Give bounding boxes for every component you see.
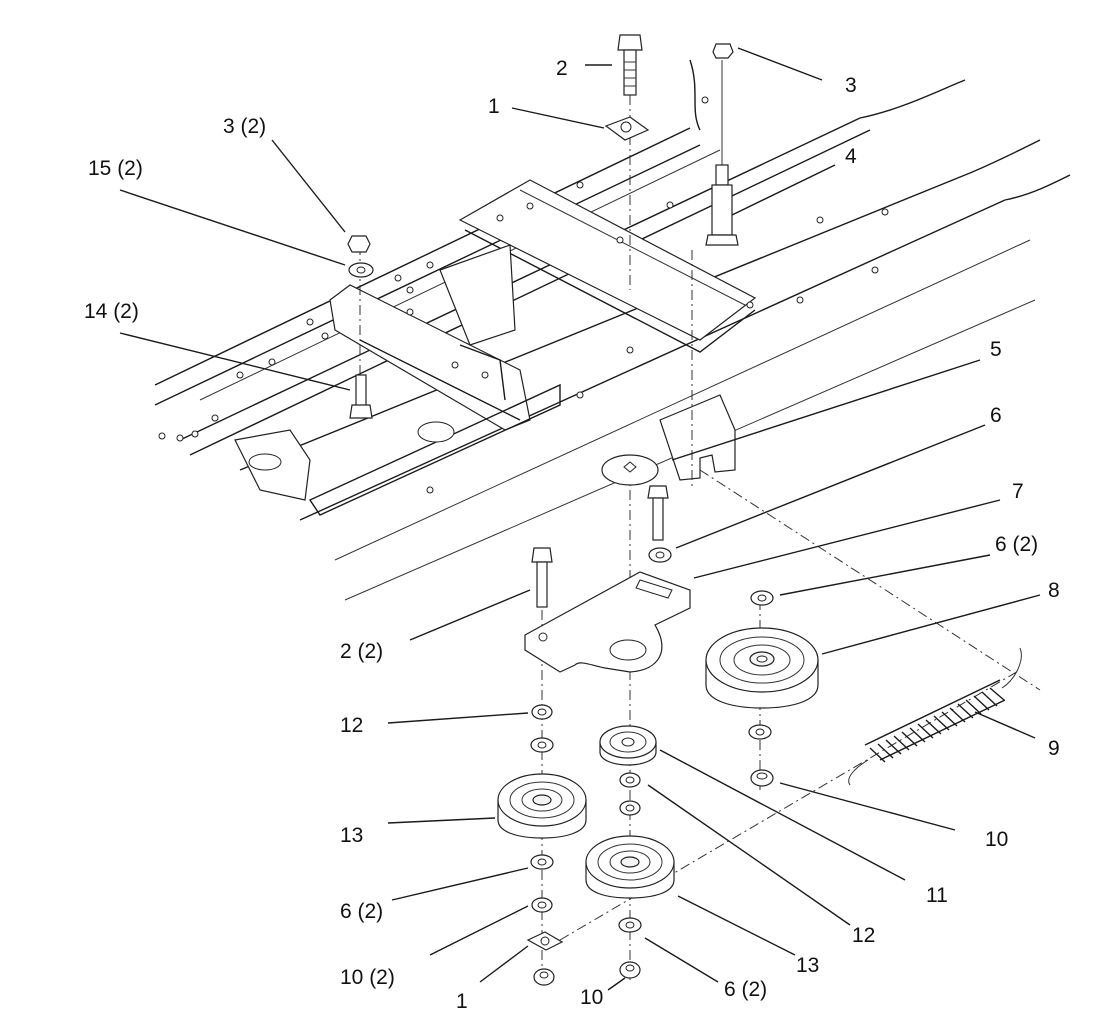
callout-4: 4: [845, 145, 857, 168]
washer-6-pulley-8: [748, 724, 772, 740]
washer-6-2-bottom: [618, 917, 642, 933]
callout-2-top: 2: [556, 57, 568, 80]
pulley-13-left: [497, 773, 587, 839]
callout-6: 6: [990, 404, 1002, 427]
chassis-frame: [154, 59, 1071, 601]
callout-1-bottom: 1: [456, 990, 468, 1013]
washer-15-2: [348, 262, 374, 278]
nut-10-right: [750, 769, 774, 787]
nut-3-top: [712, 43, 734, 59]
callout-13-right: 13: [796, 954, 819, 977]
callout-9: 9: [1048, 737, 1060, 760]
washer-center: [619, 800, 641, 816]
callout-15-2: 15 (2): [88, 157, 143, 180]
assembly-center-lines: [359, 95, 1041, 980]
washer-6: [648, 547, 672, 563]
leader-lines: [119, 47, 1041, 991]
washer-left-lower: [531, 897, 553, 913]
callout-8: 8: [1048, 579, 1060, 602]
clamp-1-bottom: [526, 931, 564, 951]
callout-10-bottom: 10: [580, 986, 603, 1009]
spring-9: [848, 647, 1022, 786]
idler-arm-7: [524, 571, 691, 673]
callout-10-right: 10: [985, 828, 1008, 851]
callout-3-2: 3 (2): [223, 115, 266, 138]
washer-left-upper: [530, 737, 554, 753]
callout-5: 5: [990, 338, 1002, 361]
pulley-11: [599, 725, 657, 766]
pulley-8: [705, 627, 819, 709]
callout-12-right: 12: [852, 924, 875, 947]
bolt-6: [647, 485, 669, 541]
bolt-2-2: [531, 547, 553, 608]
washer-5: [601, 454, 659, 486]
washer-6-2-right: [750, 590, 774, 606]
callout-13-left: 13: [340, 824, 363, 847]
callout-3-top: 3: [845, 74, 857, 97]
clamp-1-top: [604, 116, 650, 141]
nut-10-2: [533, 968, 555, 986]
callout-14-2: 14 (2): [84, 300, 139, 323]
callout-labels: 2 3 1 3 (2) 4 15 (2) 14 (2) 5 6 7 6 (2) …: [84, 57, 1060, 1013]
callout-1-top: 1: [488, 95, 500, 118]
spacer-12-right: [619, 772, 641, 788]
callout-11: 11: [926, 884, 948, 907]
nut-10-bottom: [619, 961, 641, 979]
pulley-13-right: [585, 835, 675, 899]
spacer-12-left: [531, 704, 553, 720]
callout-6-2-bottom: 6 (2): [724, 978, 767, 1001]
callout-6-2-right: 6 (2): [995, 533, 1038, 556]
bolt-14-2: [349, 374, 373, 419]
callout-10-2: 10 (2): [340, 966, 395, 989]
washer-6-2-left: [530, 854, 554, 870]
callout-6-2-left: 6 (2): [340, 900, 383, 923]
callout-7: 7: [1012, 480, 1024, 503]
callout-12-left: 12: [340, 714, 363, 737]
nut-3-2: [347, 235, 371, 253]
bolt-2-top: [617, 34, 643, 96]
callout-2-2: 2 (2): [340, 640, 383, 663]
shoulder-bolt-4: [705, 60, 739, 246]
